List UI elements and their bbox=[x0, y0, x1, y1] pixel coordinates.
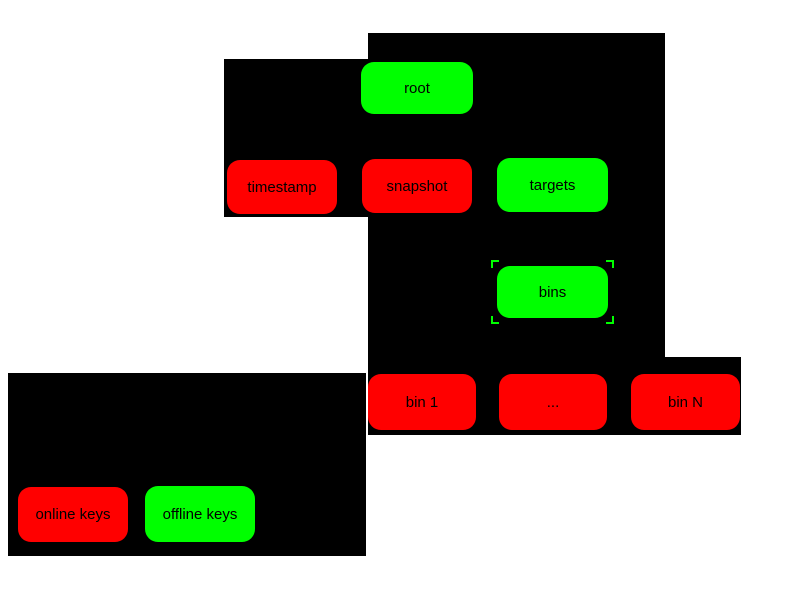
root-node[interactable]: root bbox=[361, 62, 473, 114]
bin-ellipsis-node[interactable]: ... bbox=[499, 374, 607, 430]
snapshot-node-label: snapshot bbox=[386, 177, 448, 195]
timestamp-node-label: timestamp bbox=[247, 178, 317, 196]
bins-node-label: bins bbox=[538, 283, 567, 301]
targets-node-label: targets bbox=[529, 176, 576, 194]
selection-corner-mark bbox=[606, 316, 614, 324]
legend-online-keys-label: online keys bbox=[35, 506, 111, 523]
bin-1-node[interactable]: bin 1 bbox=[368, 374, 476, 430]
root-node-label: root bbox=[404, 79, 430, 97]
selection-corner-mark bbox=[606, 260, 614, 268]
legend-offline-keys[interactable]: offline keys bbox=[145, 486, 255, 542]
legend-offline-keys-label: offline keys bbox=[162, 505, 238, 523]
snapshot-node[interactable]: snapshot bbox=[362, 159, 472, 213]
bin-1-node-label: bin 1 bbox=[405, 393, 439, 411]
bin-ellipsis-node-label: ... bbox=[546, 393, 560, 411]
bin-n-node[interactable]: bin N bbox=[631, 374, 740, 430]
legend-online-keys[interactable]: online keys bbox=[18, 487, 128, 542]
bins-node[interactable]: bins bbox=[491, 260, 614, 324]
timestamp-node[interactable]: timestamp bbox=[227, 160, 337, 214]
selection-corner-mark bbox=[491, 260, 499, 268]
selection-corner-mark bbox=[491, 316, 499, 324]
targets-node[interactable]: targets bbox=[497, 158, 608, 212]
bin-n-node-label: bin N bbox=[667, 393, 704, 411]
